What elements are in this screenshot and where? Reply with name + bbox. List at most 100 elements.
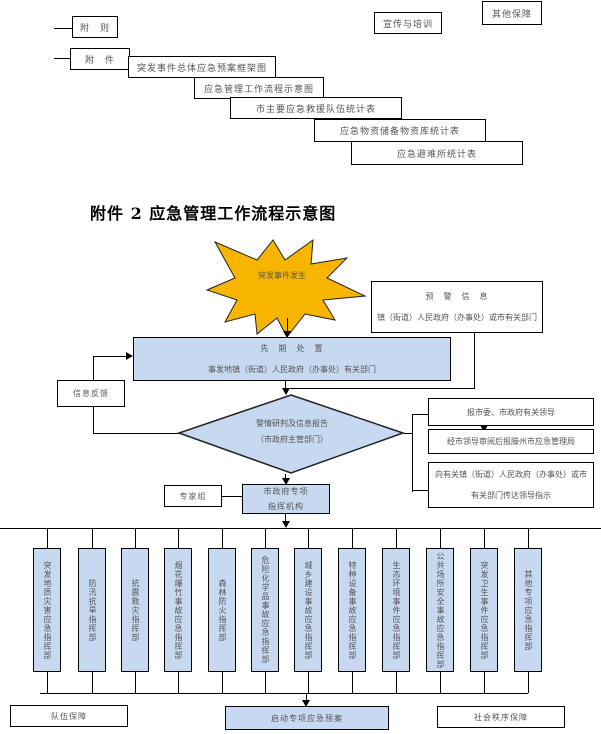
fuze-label: 附 则	[79, 23, 110, 34]
command-agency-line-1: 市政府专项	[263, 487, 309, 496]
connector-line	[40, 693, 528, 694]
report-leaders-label: 报市委、市政府有关领导	[467, 407, 555, 417]
connector-line	[0, 528, 601, 529]
relay-instructions-box: 向有关镇（街道）人民政府（办事处）或市 有关部门传达领导指示	[428, 462, 594, 508]
expert-group-label: 专家组	[179, 491, 207, 501]
command-center-label: 烟花爆竹事故应急指挥部	[174, 560, 183, 660]
initial-response-subtitle: 事发地镇（街道）人民政府（办事处）有关部门	[208, 365, 376, 374]
relay-line-2: 有关部门传达领导指示	[471, 491, 551, 500]
starburst-shape	[205, 238, 367, 338]
other-support-label: 其他保障	[491, 9, 532, 20]
leader-review-label: 经市领导审阅后报滕州市应急管理局	[447, 437, 575, 446]
command-center-label: 特种设备事故应急指挥部	[348, 560, 357, 660]
command-center-box: 特种设备事故应急指挥部	[338, 548, 366, 672]
assessment-title: 警情研判及信息报告	[256, 419, 328, 428]
connector-line	[396, 672, 397, 693]
connector-line	[412, 414, 428, 415]
connector-line	[404, 433, 413, 434]
command-center-label: 城乡建设事故应急指挥部	[304, 560, 313, 660]
connector-line	[352, 672, 353, 693]
attachment-label: 应急避难所统计表	[396, 149, 477, 160]
command-center-box: 城乡建设事故应急指挥部	[294, 548, 322, 672]
initial-response-box: 先 期 处 置 事发地镇（街道）人民政府（办事处）有关部门	[133, 337, 451, 381]
connector-line	[92, 528, 93, 548]
arrow-down-icon	[480, 425, 488, 432]
connector-line	[285, 381, 286, 393]
attachment-label: 市主要应急救援队伍统计表	[255, 104, 376, 115]
attachment-item: 应急避难所统计表	[351, 141, 523, 165]
connector-line	[285, 514, 286, 526]
event-label: 突发事件发生	[258, 271, 306, 280]
command-center-box: 烟花爆竹事故应急指挥部	[164, 548, 192, 672]
connector-line	[484, 672, 485, 693]
connector-line	[222, 528, 223, 548]
connector-line	[265, 528, 266, 548]
connector-line	[47, 672, 48, 693]
connector-line	[528, 528, 529, 548]
command-center-label: 森林防火指挥部	[218, 578, 227, 642]
connector-line	[93, 356, 127, 357]
assessment-diamond	[176, 394, 406, 474]
connector-line	[93, 407, 94, 433]
arrow-right-icon	[126, 352, 133, 360]
connector-line	[54, 28, 72, 29]
attachment-label: 应急管理工作流程示意图	[203, 84, 314, 95]
relay-line-1: 向有关镇（街道）人民政府（办事处）或市	[435, 470, 587, 479]
connector-line	[412, 490, 428, 491]
arrow-down-icon	[283, 331, 291, 338]
connector-line	[290, 388, 475, 389]
warning-info-subtitle: 镇（街道）人民政府（办事处）或市有关部门	[377, 313, 537, 322]
xuanchuan-label: 宣传与培训	[382, 19, 433, 30]
connector-line	[484, 528, 485, 548]
connector-line	[352, 528, 353, 548]
event-starburst	[205, 238, 367, 338]
expert-group-box: 专家组	[164, 485, 222, 507]
connector-line	[178, 528, 179, 548]
command-center-box: 突发地质灾害应急指挥部	[33, 548, 61, 672]
connector-line	[135, 528, 136, 548]
leader-review-box: 经市领导审阅后报滕州市应急管理局	[428, 429, 594, 454]
assessment-subtitle: （市政府主管部门）	[256, 435, 328, 444]
connector-line	[306, 693, 307, 703]
connector-line	[412, 414, 413, 492]
arrow-down-icon	[282, 478, 290, 485]
warning-info-box: 预 警 信 息 镇（街道）人民政府（办事处）或市有关部门	[371, 281, 543, 333]
social-order-label: 社会秩序保障	[474, 712, 528, 722]
social-order-box: 社会秩序保障	[437, 706, 565, 728]
connector-line	[54, 58, 70, 59]
connector-line	[93, 356, 94, 380]
command-center-box: 公共场所安全事故应急指挥部	[426, 548, 454, 672]
connector-line	[265, 672, 266, 693]
command-center-label: 突发卫生事件应急指挥部	[480, 560, 489, 660]
attachment-item: 应急物资储备物资库统计表	[314, 119, 486, 142]
command-center-label: 危险化学品事故应急指挥部	[261, 556, 270, 664]
arrow-down-icon	[282, 521, 290, 528]
command-center-label: 公共场所安全事故应急指挥部	[436, 551, 445, 669]
xuanchuan-box: 宣传与培训	[374, 12, 442, 34]
attachment-label: 应急物资储备物资库统计表	[339, 127, 460, 137]
connector-line	[474, 333, 475, 388]
launch-plan-box: 启动专项应急预案	[225, 706, 389, 730]
command-agency-line-2: 指挥机构	[268, 502, 304, 511]
feedback-label: 信息反馈	[73, 389, 109, 398]
command-center-label: 其他专项应急指挥部	[524, 569, 533, 651]
attachment-item: 市主要应急救援队伍统计表	[230, 97, 402, 119]
connector-line	[528, 672, 529, 693]
connector-line	[396, 528, 397, 548]
fujian-label: 附 件	[84, 55, 115, 66]
connector-line	[440, 528, 441, 548]
connector-line	[308, 528, 309, 548]
connector-line	[47, 528, 48, 548]
command-center-label: 突发地质灾害应急指挥部	[43, 560, 52, 660]
report-leaders-box: 报市委、市政府有关领导	[428, 398, 594, 426]
connector-line	[93, 433, 179, 434]
command-center-box: 危险化学品事故应急指挥部	[251, 548, 279, 672]
connector-line	[135, 672, 136, 693]
connector-line	[92, 672, 93, 693]
connector-line	[440, 672, 441, 693]
command-agency-box: 市政府专项 指挥机构	[242, 484, 330, 514]
command-center-label: 生态环境事件应急指挥部	[392, 560, 401, 660]
diagram-title: 附件 2 应急管理工作流程示意图	[90, 204, 337, 223]
fujian-box: 附 件	[70, 48, 130, 70]
command-center-label: 抗震救灾指挥部	[131, 578, 140, 642]
